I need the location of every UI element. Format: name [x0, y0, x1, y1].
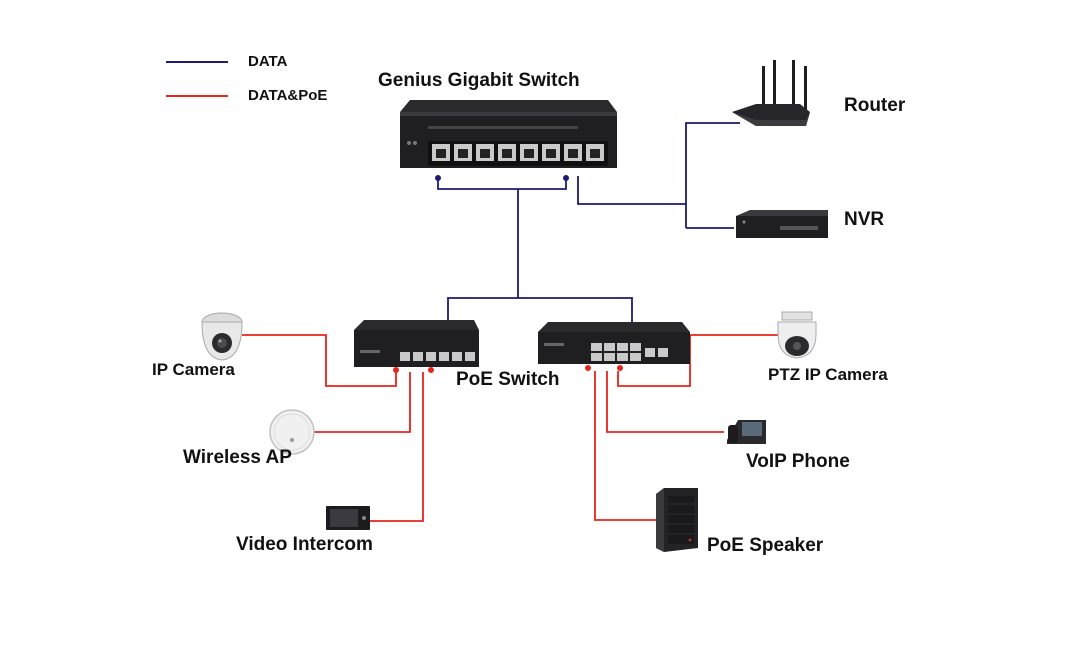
port-dot [617, 365, 623, 371]
link-router [685, 122, 740, 228]
legend-poe-line [166, 95, 228, 97]
port-dot [435, 175, 441, 181]
link-poe-speaker [594, 371, 656, 521]
poe-switch-left-icon [354, 320, 479, 367]
video-intercom-label: Video Intercom [236, 534, 373, 555]
poe-switch-right-icon [538, 322, 690, 364]
port-dot [393, 367, 399, 373]
poe-links [242, 334, 778, 522]
router-label: Router [844, 95, 906, 116]
ip-camera-label: IP Camera [152, 360, 235, 379]
core-switch-icon [400, 100, 617, 168]
wireless-ap-label: Wireless AP [183, 447, 292, 468]
poe-speaker-icon [656, 488, 698, 552]
link-poe-split [447, 297, 633, 322]
video-intercom-icon [326, 506, 370, 530]
legend-poe-label: DATA&PoE [248, 87, 328, 104]
port-dot [563, 175, 569, 181]
legend-data-label: DATA [248, 53, 288, 70]
data-links [437, 122, 740, 322]
ptz-camera-label: PTZ IP Camera [768, 365, 888, 384]
core-switch-label: Genius Gigabit Switch [378, 70, 580, 91]
port-dot [585, 365, 591, 371]
port-dot [428, 367, 434, 373]
ptz-camera-icon [777, 311, 817, 359]
wireless-ap-icon [269, 409, 315, 455]
poe-switch-label: PoE Switch [456, 369, 560, 390]
nvr-label: NVR [844, 209, 885, 230]
link-ip-camera [242, 334, 397, 387]
link-core-to-router-nvr [577, 176, 686, 205]
nvr-icon [736, 210, 828, 238]
poe-speaker-label: PoE Speaker [707, 535, 824, 556]
voip-phone-label: VoIP Phone [746, 451, 850, 472]
legend-data-line [166, 61, 228, 63]
link-wireless-ap [312, 372, 411, 433]
link-ptz-camera [617, 334, 778, 387]
voip-phone-icon [727, 420, 766, 444]
link-voip-phone [606, 371, 724, 433]
ip-camera-icon [201, 312, 243, 361]
link-video-intercom [370, 372, 424, 522]
link-core-bracket [437, 180, 567, 190]
router-icon [732, 60, 810, 126]
